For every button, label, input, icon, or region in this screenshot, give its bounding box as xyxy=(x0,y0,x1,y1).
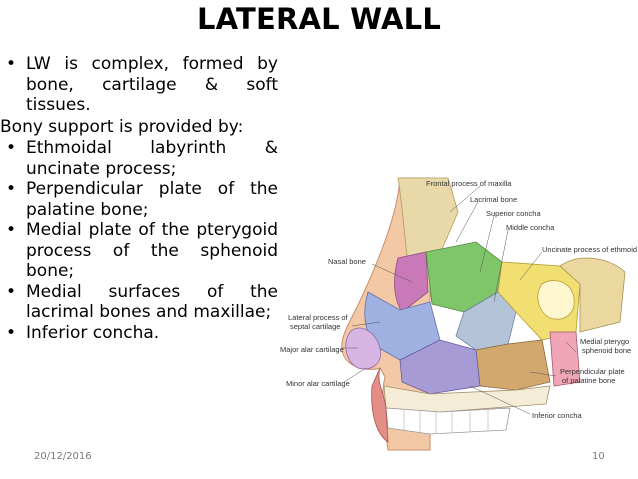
bullet-dot: • xyxy=(6,138,17,158)
label-lateral-process-2: septal cartilage xyxy=(290,322,340,331)
label-nasal-bone: Nasal bone xyxy=(328,257,366,266)
nasal-bone-region xyxy=(394,251,429,313)
teeth-region xyxy=(385,407,511,435)
bullet-text: Ethmoidal labyrinth & uncinate process; xyxy=(26,138,278,179)
bullet-text: Medial plate of the pterygoid process of… xyxy=(26,220,278,281)
lateral-wall-illustration: A Frontal process of maxilla Lacrimal bo… xyxy=(280,177,637,451)
label-inferior-concha: Inferior concha xyxy=(532,411,582,420)
bullet-item: • Perpendicular plate of the palatine bo… xyxy=(0,179,284,220)
slide-title: LATERAL WALL xyxy=(196,2,442,36)
leader-lines xyxy=(342,185,577,415)
label-lateral-process: Lateral process of xyxy=(288,313,349,322)
inferior-concha-region xyxy=(399,339,481,395)
label-frontal-process: Frontal process of maxilla xyxy=(426,179,512,188)
frontal-process-region xyxy=(397,177,459,265)
label-uncinate: Uncinate process of ethmoid xyxy=(542,245,637,254)
bullet-item: • Ethmoidal labyrinth & uncinate process… xyxy=(0,138,284,179)
label-medial-pterygoid-2: sphenoid bone xyxy=(582,346,631,355)
page-number: 10 xyxy=(592,451,605,462)
bullet-item: • LW is complex, formed by bone, cartila… xyxy=(0,54,284,116)
label-perpendicular-plate: Perpendicular plate xyxy=(560,367,625,376)
slide-body: • LW is complex, formed by bone, cartila… xyxy=(0,54,284,343)
pterygoid-region xyxy=(549,331,581,387)
bullet-item: • Inferior concha. xyxy=(0,323,284,344)
sphenoid-region xyxy=(537,280,575,320)
label-lacrimal-bone: Lacrimal bone xyxy=(470,195,517,204)
label-middle-concha: Middle concha xyxy=(506,223,555,232)
bullet-dot: • xyxy=(6,220,17,240)
label-superior-concha: Superior concha xyxy=(486,209,541,218)
alar-cartilage-region xyxy=(345,327,382,370)
bullet-item: • Medial plate of the pterygoid process … xyxy=(0,220,284,282)
bullet-dot: • xyxy=(6,322,17,343)
lip-region xyxy=(371,367,389,443)
footer-date: 20/12/2016 xyxy=(34,451,92,462)
skull-base-region xyxy=(559,257,626,333)
bullet-dot: • xyxy=(6,179,17,199)
bullet-dot: • xyxy=(6,281,17,302)
bullet-text: Perpendicular plate of the palatine bone… xyxy=(26,179,278,220)
label-perpendicular-plate-2: of palatine bone xyxy=(562,376,615,385)
bullet-item: • Medial surfaces of the lacrimal bones … xyxy=(0,282,284,323)
subheading: Bony support is provided by: xyxy=(0,116,244,137)
bullet-dot: • xyxy=(6,54,17,74)
bullet-text: Medial surfaces of the lacrimal bones an… xyxy=(26,281,278,323)
bullet-text: Inferior concha. xyxy=(26,322,160,343)
label-medial-pterygoid: Medial pterygo xyxy=(580,337,629,346)
bullet-text: LW is complex, formed by bone, cartilage… xyxy=(26,54,278,115)
label-minor-alar: Minor alar cartilage xyxy=(286,379,350,388)
label-major-alar: Major alar cartilage xyxy=(280,345,344,354)
